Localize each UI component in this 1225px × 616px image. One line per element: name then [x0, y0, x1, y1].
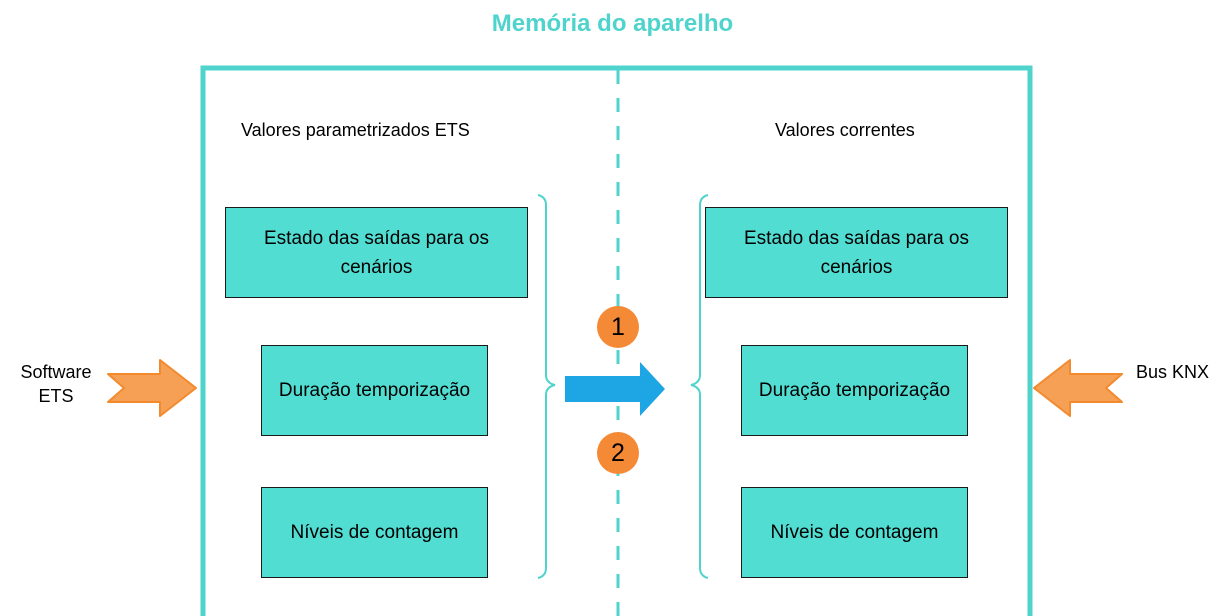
- right-box-timer-duration: Duração temporização: [741, 345, 968, 436]
- left-brace: [537, 194, 556, 579]
- memory-frame: [200, 65, 1033, 616]
- transfer-arrow: [565, 362, 665, 416]
- left-panel-heading: Valores parametrizados ETS: [241, 120, 470, 140]
- software-ets-label: Software ETS: [8, 360, 104, 408]
- software-label-line2: ETS: [38, 386, 74, 406]
- step-badge-1: 1: [597, 306, 639, 348]
- right-brace: [690, 194, 709, 579]
- right-box-scenario-outputs: Estado das saídas para os cenários: [705, 207, 1008, 298]
- software-label-line1: Software: [20, 362, 92, 382]
- diagram-title: Memória do aparelho: [491, 10, 734, 37]
- right-panel-heading: Valores correntes: [775, 120, 915, 140]
- left-box-timer-duration: Duração temporização: [261, 345, 488, 436]
- bus-knx-label: Bus KNX: [1136, 362, 1210, 382]
- knx-input-arrow: [1033, 359, 1123, 417]
- right-box-count-levels: Níveis de contagem: [741, 487, 968, 578]
- left-box-count-levels: Níveis de contagem: [261, 487, 488, 578]
- ets-input-arrow: [107, 359, 197, 417]
- left-box-scenario-outputs: Estado das saídas para os cenários: [225, 207, 528, 298]
- step-badge-2: 2: [597, 432, 639, 474]
